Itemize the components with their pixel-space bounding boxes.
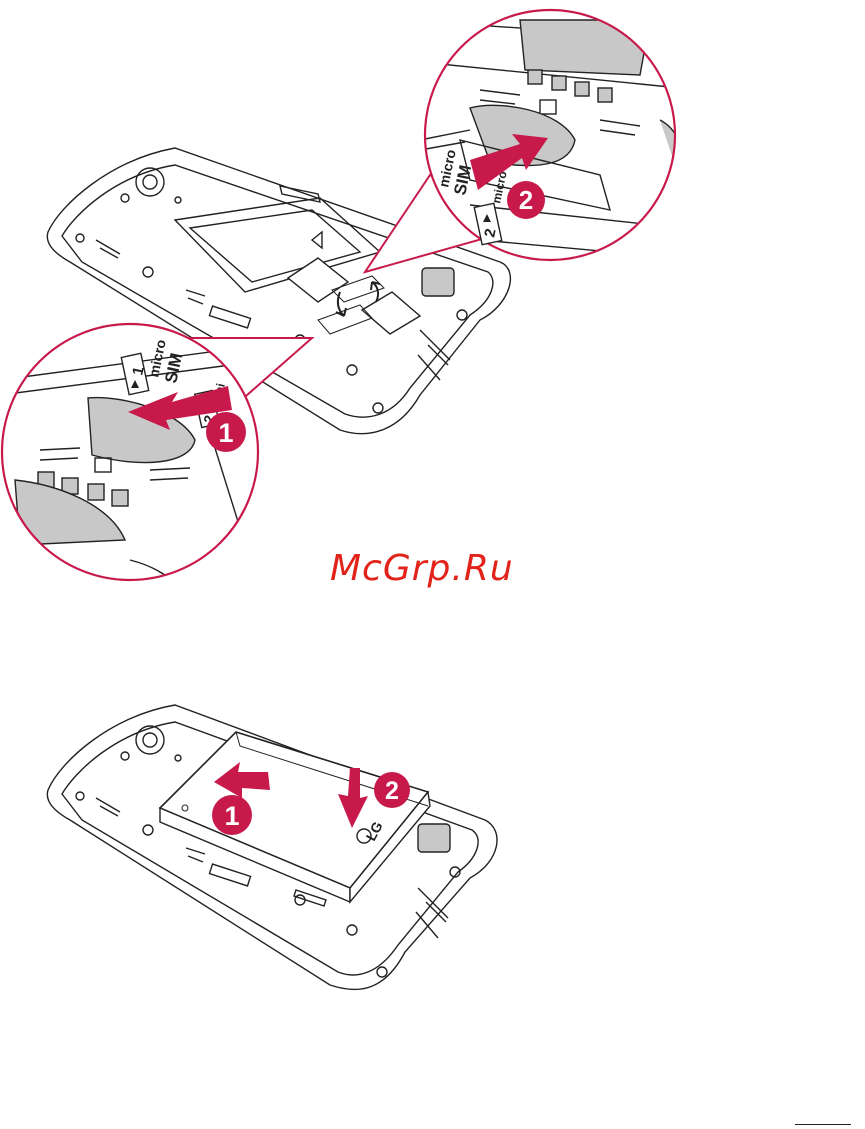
step-badge-icon: 2 bbox=[374, 772, 410, 808]
step-badge-icon: 1 bbox=[206, 412, 246, 452]
battery-step-2: 2 bbox=[385, 777, 399, 805]
sim-insertion-illustration: micro SIM 2 micro 2 bbox=[0, 0, 865, 590]
battery-step-1: 1 bbox=[224, 801, 239, 831]
step-badge-icon: 2 bbox=[507, 181, 545, 219]
step-badge-icon: 1 bbox=[212, 795, 252, 835]
footer-rule bbox=[795, 1124, 851, 1125]
battery-insertion-illustration: LG 1 2 bbox=[0, 690, 865, 1050]
step-number-1: 1 bbox=[218, 418, 233, 448]
watermark: McGrp.Ru bbox=[330, 548, 514, 589]
step-number-2: 2 bbox=[519, 185, 533, 215]
